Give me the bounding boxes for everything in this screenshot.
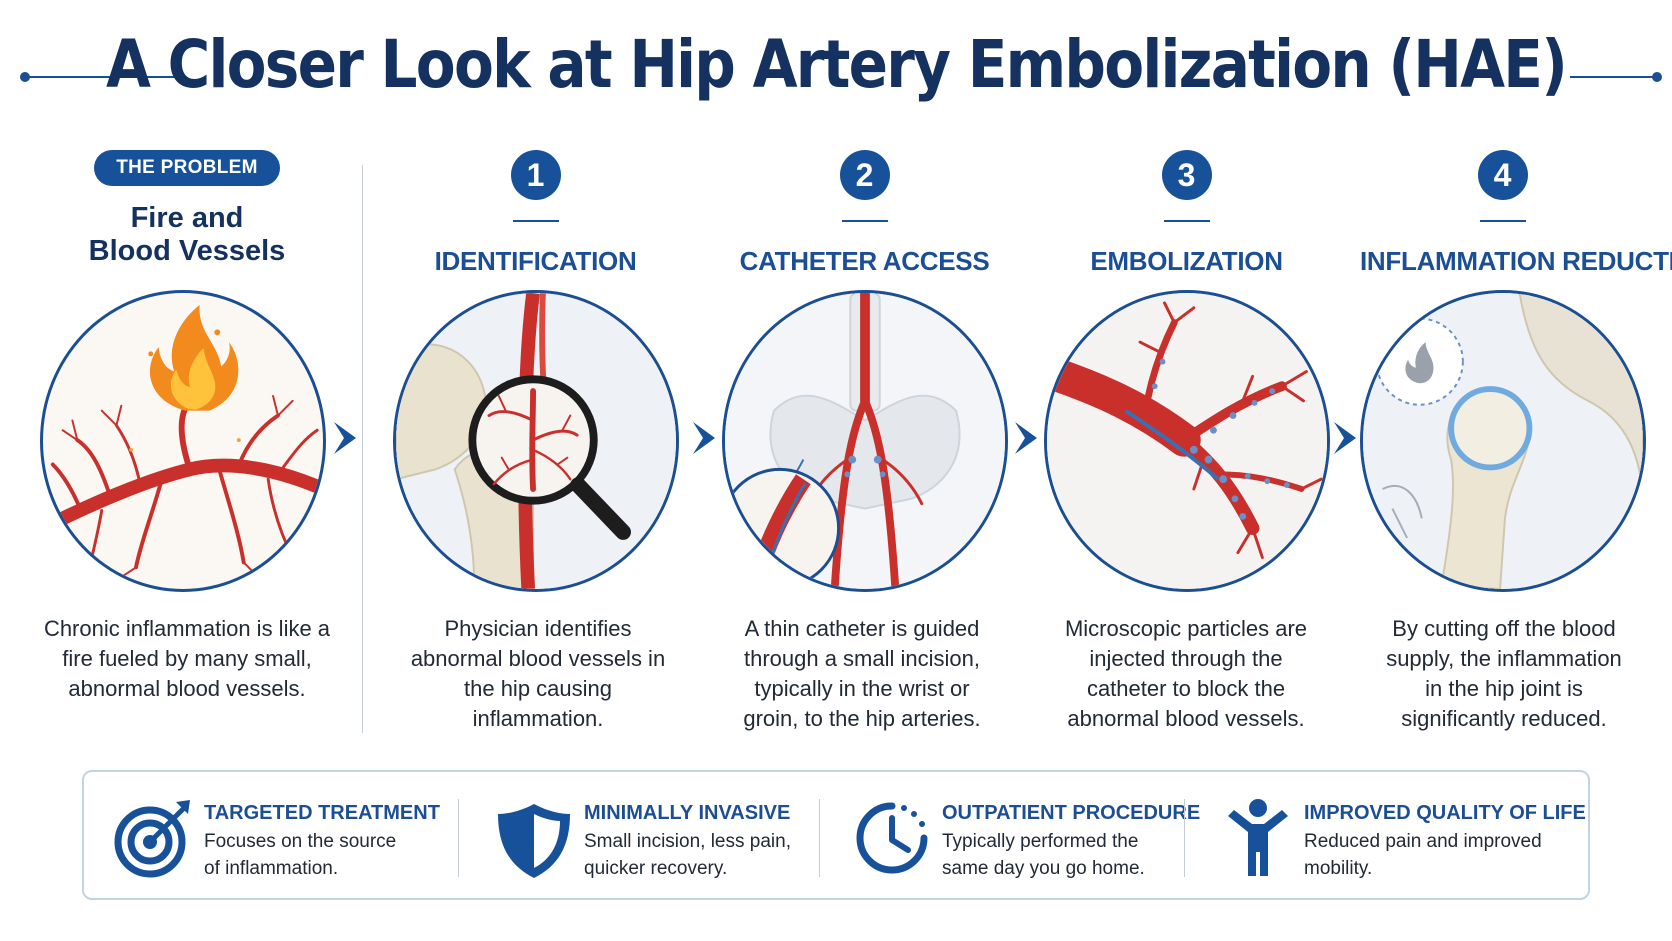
hip-joint-illustration xyxy=(1363,293,1643,589)
benefit-1-text: Focuses on the source of inflammation. xyxy=(204,831,397,879)
step-4-description: By cutting off the blood supply, the inf… xyxy=(1386,616,1622,731)
step-3-number: 3 xyxy=(1161,150,1212,200)
benefit-4-title: IMPROVED QUALITY OF LIFE xyxy=(1304,802,1586,824)
step-1-illustration xyxy=(393,290,679,592)
step-4-number: 4 xyxy=(1477,150,1528,200)
problem-title: Fire and Blood Vessels xyxy=(37,202,337,268)
person-icon xyxy=(1228,799,1288,876)
hip-magnifier-illustration xyxy=(396,293,676,589)
problem-badge: THE PROBLEM xyxy=(94,150,280,186)
step-2-illustration xyxy=(722,290,1008,592)
problem-title-line2: Blood Vessels xyxy=(88,235,286,267)
benefit-4-text: Reduced pain and improved mobility. xyxy=(1304,831,1542,879)
step-1-description: Physician identifies abnormal blood vess… xyxy=(410,616,666,731)
step-4-header: 4 INFLAMMATION REDUCTION xyxy=(1360,150,1672,277)
page-title: A Closer Look at Hip Artery Embolization… xyxy=(105,26,1568,103)
problem-description: Chronic inflammation is like a fire fuel… xyxy=(43,616,331,701)
step-2-header: 2 CATHETER ACCESS xyxy=(722,150,1007,277)
flow-arrow-4 xyxy=(1334,422,1356,454)
step-4-title: INFLAMMATION REDUCTION xyxy=(1360,246,1672,276)
flow-arrow-1 xyxy=(334,422,356,454)
benefit-separator-3 xyxy=(1184,799,1185,877)
step-2-underline xyxy=(841,220,888,222)
step-2-number: 2 xyxy=(839,150,890,200)
title-decoration-right xyxy=(1570,72,1662,82)
step-4-underline xyxy=(1479,220,1526,222)
clock-icon xyxy=(856,802,928,874)
flow-arrow-3 xyxy=(1015,422,1037,454)
step-3-header: 3 EMBOLIZATION xyxy=(1044,150,1329,277)
fire-vessels-illustration xyxy=(43,304,323,583)
benefit-1-title: TARGETED TREATMENT xyxy=(204,802,440,824)
benefit-targeted-treatment: TARGETED TREATMENT Focuses on the source… xyxy=(114,772,440,902)
step-1-number: 1 xyxy=(510,150,561,200)
benefit-outpatient-procedure: OUTPATIENT PROCEDURE Typically performed… xyxy=(852,772,1200,902)
benefit-quality-of-life: IMPROVED QUALITY OF LIFE Reduced pain an… xyxy=(1224,772,1586,902)
step-1-title: IDENTIFICATION xyxy=(434,246,637,276)
step-3-title: EMBOLIZATION xyxy=(1090,246,1283,276)
step-2-description: A thin catheter is guided through a smal… xyxy=(743,616,981,731)
step-3-underline xyxy=(1163,220,1210,222)
benefit-3-title: OUTPATIENT PROCEDURE xyxy=(942,802,1201,824)
step-3-description: Microscopic particles are injected throu… xyxy=(1064,616,1308,731)
problem-divider xyxy=(362,165,363,733)
step-4-illustration xyxy=(1360,290,1646,592)
step-2-title: CATHETER ACCESS xyxy=(739,246,990,276)
benefit-separator-2 xyxy=(819,799,820,877)
header: A Closer Look at Hip Artery Embolization… xyxy=(0,18,1672,138)
benefits-bar: TARGETED TREATMENT Focuses on the source… xyxy=(82,770,1590,900)
pelvis-catheter-illustration xyxy=(725,293,1005,589)
problem-illustration xyxy=(40,290,326,592)
flow-arrow-2 xyxy=(693,422,715,454)
benefit-3-text: Typically performed the same day you go … xyxy=(942,831,1145,879)
benefit-separator-1 xyxy=(458,799,459,877)
target-icon xyxy=(114,800,190,878)
problem-title-line1: Fire and xyxy=(130,202,244,234)
problem-column: THE PROBLEM Fire and Blood Vessels xyxy=(37,150,337,268)
shield-icon xyxy=(498,804,570,878)
step-1-underline xyxy=(512,220,559,222)
step-3-illustration xyxy=(1044,290,1330,592)
benefit-2-text: Small incision, less pain, quicker recov… xyxy=(584,831,791,879)
step-1-header: 1 IDENTIFICATION xyxy=(393,150,678,277)
benefit-minimally-invasive: MINIMALLY INVASIVE Small incision, less … xyxy=(494,772,824,902)
embolization-illustration xyxy=(1047,293,1327,589)
title-decoration-left xyxy=(20,72,184,82)
benefit-2-title: MINIMALLY INVASIVE xyxy=(584,802,791,824)
